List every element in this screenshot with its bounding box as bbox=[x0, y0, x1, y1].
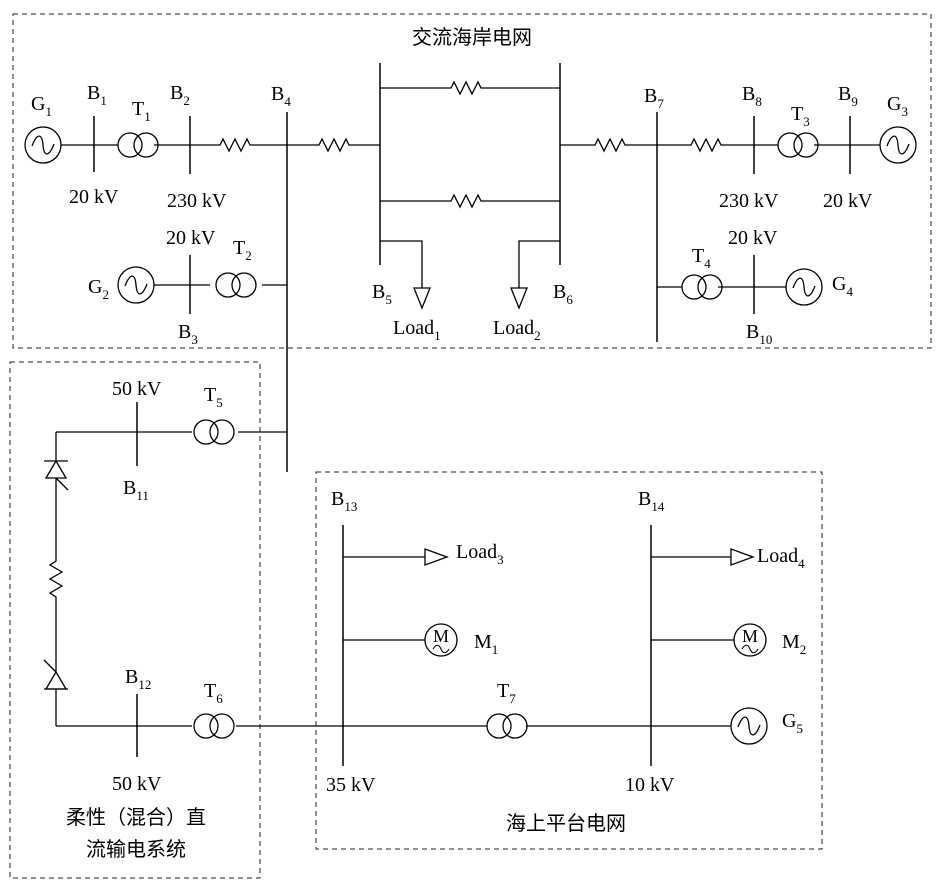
generator-icon bbox=[24, 126, 62, 164]
resistor-icon bbox=[445, 194, 487, 208]
resistor-icon bbox=[313, 138, 355, 152]
motor-glyph: M bbox=[433, 626, 449, 646]
transformer-icon bbox=[193, 419, 235, 445]
voltage-b9: 20 kV bbox=[823, 190, 873, 212]
load-arrow-icon bbox=[730, 548, 754, 566]
voltage-b8: 230 kV bbox=[719, 190, 779, 212]
load-label-4: Load4 bbox=[757, 545, 805, 571]
offshore-region bbox=[315, 471, 823, 850]
resistor-icon bbox=[48, 557, 64, 601]
offshore-grid-title: 海上平台电网 bbox=[506, 812, 626, 835]
voltage-b1: 20 kV bbox=[69, 186, 119, 208]
bus-label-b8: B8 bbox=[742, 83, 762, 109]
gen-label-g3: G3 bbox=[887, 93, 908, 119]
load-arrow-icon bbox=[424, 548, 448, 566]
generator-icon bbox=[879, 126, 917, 164]
generator-icon bbox=[785, 268, 823, 306]
load-label-1: Load1 bbox=[393, 317, 441, 343]
bus-label-b2: B2 bbox=[170, 82, 190, 108]
xfmr-label-t1: T1 bbox=[132, 98, 151, 124]
bus-label-b5: B5 bbox=[372, 281, 392, 307]
voltage-b11: 50 kV bbox=[112, 378, 162, 400]
transformer-icon bbox=[486, 713, 528, 739]
xfmr-label-t6: T6 bbox=[204, 680, 223, 706]
bus-label-b4: B4 bbox=[271, 83, 291, 109]
voltage-b10: 20 kV bbox=[728, 227, 778, 249]
xfmr-label-t4: T4 bbox=[692, 245, 711, 271]
motor-glyph: M bbox=[742, 626, 758, 646]
bus-label-b13: B13 bbox=[331, 488, 357, 514]
bus-label-b9: B9 bbox=[838, 83, 858, 109]
bus-label-b7: B7 bbox=[644, 85, 664, 111]
thyristor-icon bbox=[43, 659, 68, 690]
transformer-icon bbox=[117, 132, 159, 158]
voltage-b12: 50 kV bbox=[112, 773, 162, 795]
gen-label-g4: G4 bbox=[832, 273, 853, 299]
transformer-icon bbox=[215, 272, 257, 298]
resistor-icon bbox=[589, 138, 631, 152]
voltage-b14: 10 kV bbox=[625, 774, 675, 796]
load-arrow-icon bbox=[510, 287, 528, 309]
thyristor-icon bbox=[44, 459, 69, 491]
bus-label-b11: B11 bbox=[123, 477, 149, 503]
voltage-b13: 35 kV bbox=[326, 774, 376, 796]
transformer-icon bbox=[777, 132, 819, 158]
transformer-icon bbox=[681, 274, 723, 300]
hvdc-title-line2: 流输电系统 bbox=[86, 838, 186, 861]
ac-grid-region bbox=[12, 13, 932, 349]
bus-label-b1: B1 bbox=[87, 82, 107, 108]
gen-label-g1: G1 bbox=[31, 93, 52, 119]
bus-label-b3: B3 bbox=[178, 321, 198, 347]
generator-icon bbox=[117, 266, 155, 304]
bus-label-b6: B6 bbox=[553, 281, 573, 307]
xfmr-label-t5: T5 bbox=[204, 384, 223, 410]
load-label-2: Load2 bbox=[493, 317, 541, 343]
xfmr-label-t3: T3 bbox=[791, 103, 810, 129]
generator-icon bbox=[730, 707, 768, 745]
hvdc-title-line1: 柔性（混合）直 bbox=[66, 806, 206, 829]
gen-label-g2: G2 bbox=[88, 276, 109, 302]
bus-label-b12: B12 bbox=[125, 666, 151, 692]
load-label-3: Load3 bbox=[456, 541, 504, 567]
resistor-icon bbox=[214, 138, 256, 152]
transformer-icon bbox=[193, 713, 235, 739]
ac-grid-title: 交流海岸电网 bbox=[412, 26, 532, 49]
motor-label-m2: M2 bbox=[782, 631, 806, 657]
resistor-icon bbox=[445, 81, 487, 95]
resistor-icon bbox=[685, 138, 727, 152]
bus-label-b14: B14 bbox=[638, 488, 665, 514]
motor-label-m1: M1 bbox=[474, 631, 498, 657]
xfmr-label-t2: T2 bbox=[233, 237, 252, 263]
gen-label-g5: G5 bbox=[782, 710, 803, 736]
hvdc-region bbox=[9, 361, 261, 879]
load-arrow-icon bbox=[413, 287, 431, 309]
voltage-b3: 20 kV bbox=[166, 227, 216, 249]
xfmr-label-t7: T7 bbox=[497, 680, 516, 706]
bus-label-b10: B10 bbox=[746, 321, 772, 347]
voltage-b2: 230 kV bbox=[167, 190, 227, 212]
